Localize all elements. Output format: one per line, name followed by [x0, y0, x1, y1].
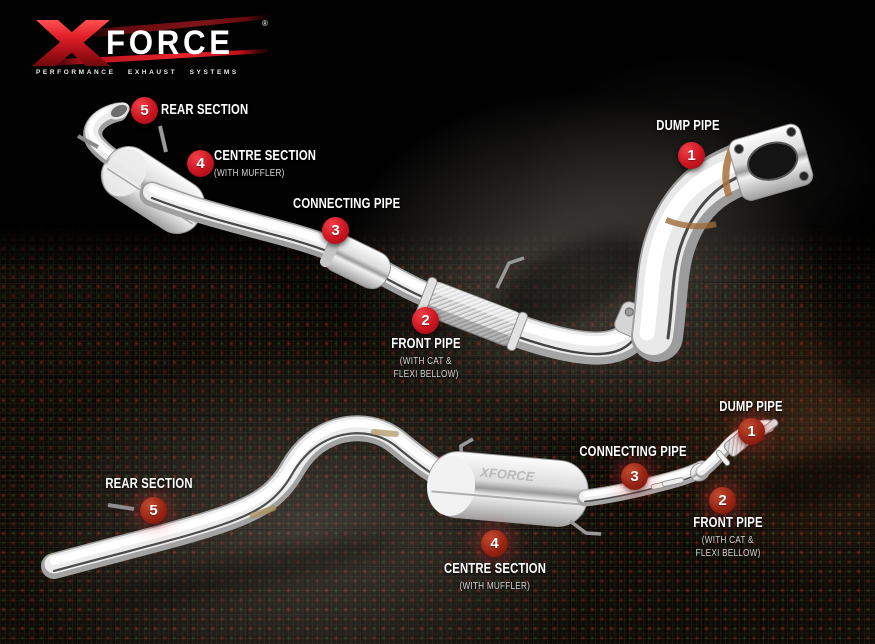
weld-band: [371, 429, 399, 437]
logo-wordmark: FORCE: [106, 23, 234, 62]
hanger-rod-icon: [568, 519, 602, 536]
x-mark: [32, 20, 110, 66]
label-top-rear-section: REAR SECTION: [161, 102, 249, 118]
badge-bottom-front-pipe: 2: [709, 487, 736, 514]
bottom-system-drawing: XFORCE: [41, 415, 779, 579]
registered-mark-icon: ®: [262, 19, 268, 28]
xforce-logo-art: FORCE ® PERFORMANCE EXHAUST SYSTEMS: [32, 15, 268, 76]
top-system-drawing: [77, 102, 814, 365]
badge-top-connecting-pipe: 3: [322, 217, 349, 244]
pipe-ring: [715, 450, 731, 466]
hanger-rod-icon: [158, 125, 168, 153]
logo-top-swoosh: [82, 15, 268, 37]
label-top-front-pipe: FRONT PIPE (WITH CAT & FLEXI BELLOW): [391, 336, 461, 380]
label-bottom-rear-section: REAR SECTION: [105, 476, 193, 492]
hanger-rod-icon: [107, 503, 135, 511]
badge-top-centre-section: 4: [187, 150, 214, 177]
hanger-rod-icon: [495, 256, 525, 289]
logo-tagline: PERFORMANCE EXHAUST SYSTEMS: [36, 69, 239, 76]
label-bottom-dump-pipe: DUMP PIPE: [719, 399, 783, 415]
badge-top-rear-section: 5: [131, 97, 158, 124]
weld-band: [249, 505, 277, 519]
xforce-logo: FORCE ® PERFORMANCE EXHAUST SYSTEMS: [22, 8, 274, 80]
top-turbo-flange: [728, 123, 814, 201]
top-rear-tip-opening: [108, 102, 130, 120]
bottom-rear-pipe: [41, 415, 447, 579]
label-bottom-connecting-pipe: CONNECTING PIPE: [579, 444, 687, 460]
badge-top-dump-pipe: 1: [678, 142, 705, 169]
label-top-dump-pipe: DUMP PIPE: [656, 118, 720, 134]
weld-seam: [664, 217, 717, 230]
label-bottom-centre-section: CENTRE SECTION (WITH MUFFLER): [443, 561, 547, 593]
badge-bottom-dump-pipe: 1: [738, 418, 765, 445]
hanger-rod-icon: [77, 134, 99, 149]
label-top-connecting-pipe: CONNECTING PIPE: [293, 196, 401, 212]
label-top-centre-section: CENTRE SECTION (WITH MUFFLER): [214, 148, 317, 180]
badge-bottom-rear-section: 5: [140, 497, 167, 524]
top-flexi-bellow: [416, 277, 528, 351]
svg-text:XFORCE: XFORCE: [479, 464, 536, 484]
pipe-ring: [661, 477, 685, 487]
badge-bottom-connecting-pipe: 3: [621, 463, 648, 490]
label-bottom-front-pipe: FRONT PIPE (WITH CAT & FLEXI BELLOW): [693, 515, 763, 559]
badge-top-front-pipe: 2: [412, 307, 439, 334]
badge-bottom-centre-section: 4: [481, 530, 508, 557]
bottom-muffler: XFORCE: [426, 451, 589, 527]
cast-shadows: [103, 205, 875, 608]
